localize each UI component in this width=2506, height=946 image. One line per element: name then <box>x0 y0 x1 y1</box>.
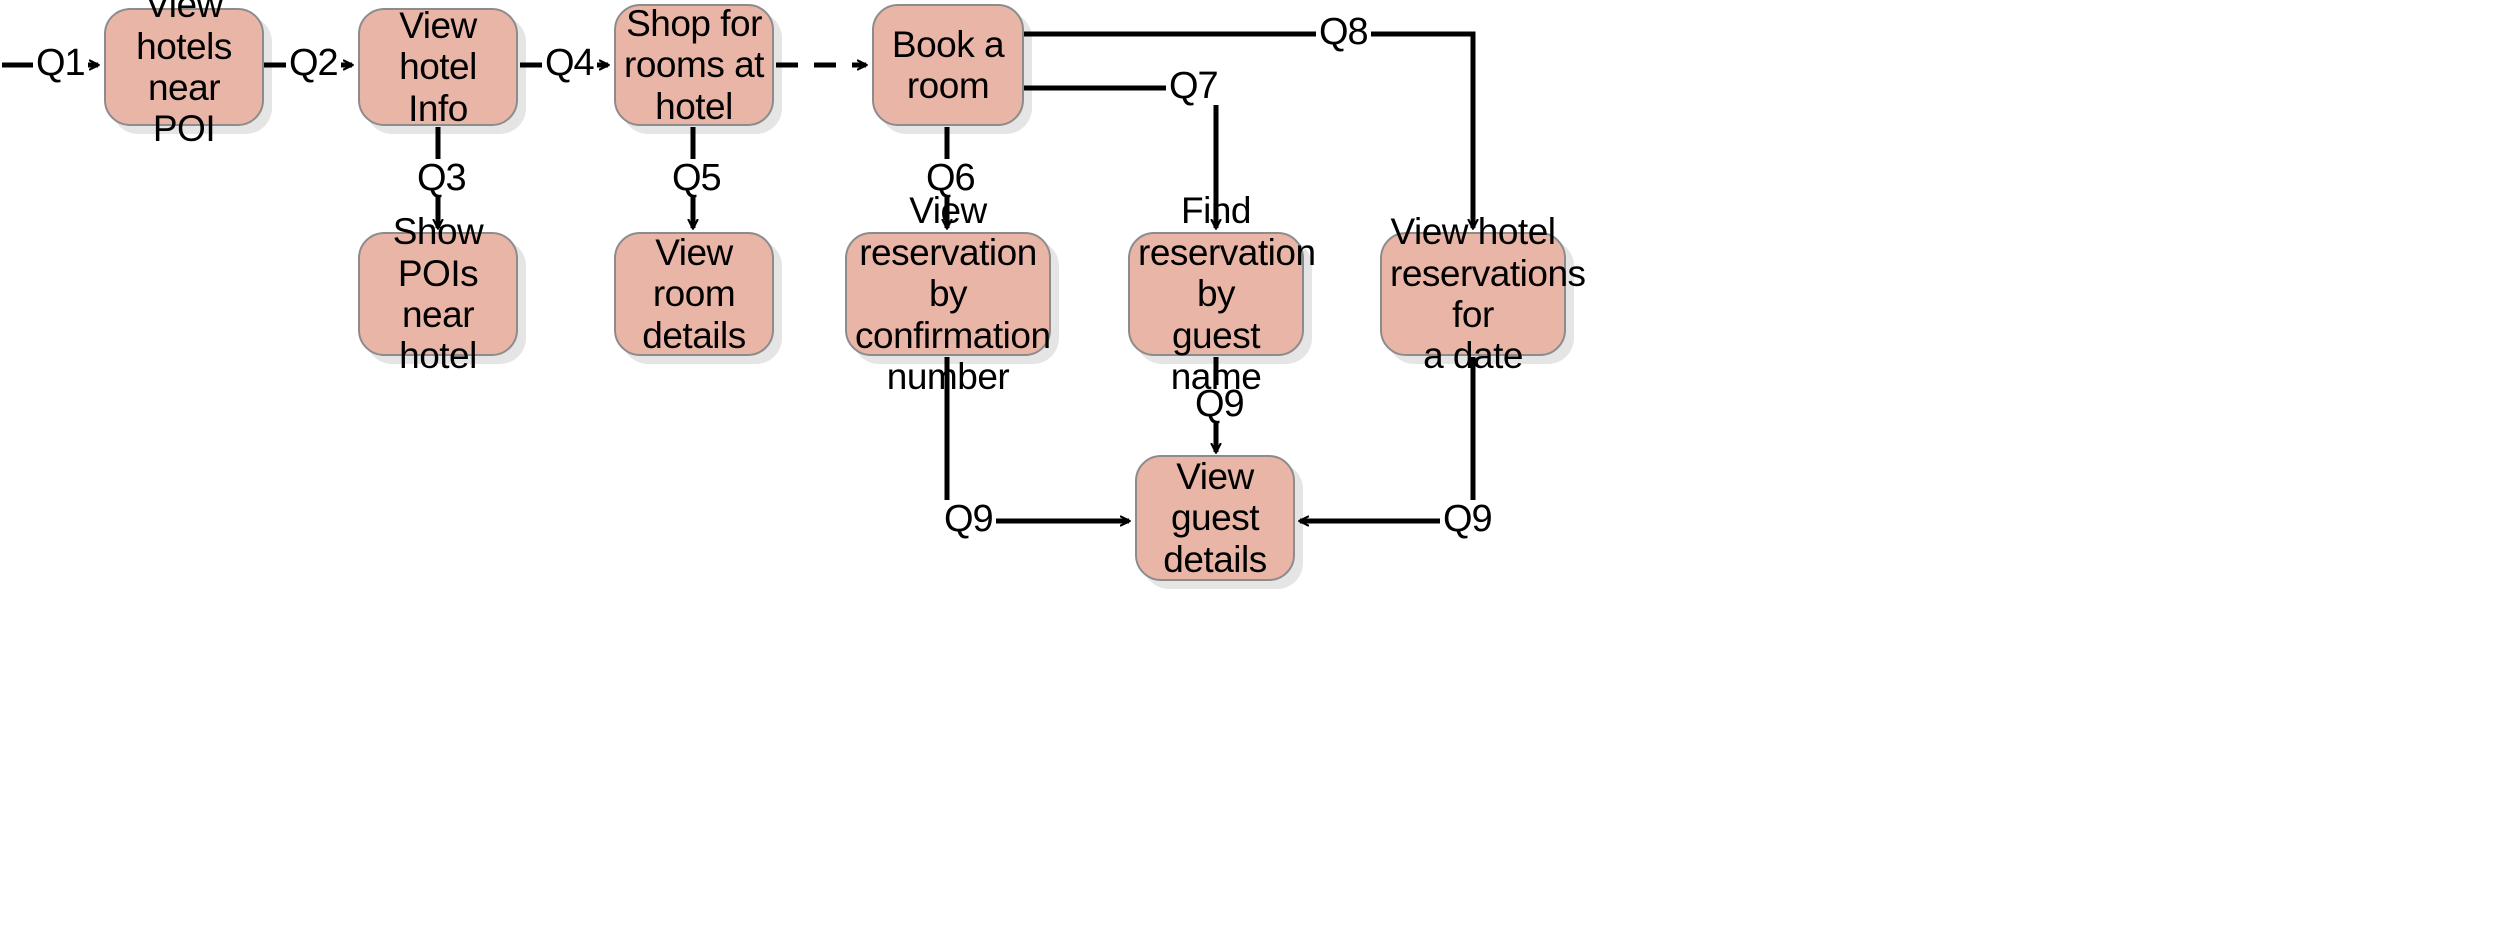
node-view-hotels-near-poi[interactable]: View hotels near POI <box>104 0 264 149</box>
edge-label-q8: Q8 <box>1316 13 1371 51</box>
edge-label-q2: Q2 <box>286 44 341 82</box>
node-book-a-room[interactable]: Book a room <box>872 4 1024 126</box>
edge-label-q6: Q6 <box>923 159 978 197</box>
node-label-line: Info <box>408 87 468 129</box>
node-show-pois-near-hotel[interactable]: Show POIs near hotel <box>358 211 518 376</box>
node-label-line: near POI <box>147 67 221 150</box>
node-label-line: reservations for <box>1390 252 1586 335</box>
node-find-reservation-by-guest-name[interactable]: Find reservation by guest name <box>1128 190 1316 397</box>
node-label-line: number <box>886 356 1010 398</box>
edge-label-q9-right: Q9 <box>1440 500 1495 538</box>
node-label-line: View hotel <box>1390 211 1556 253</box>
node-label-line: Shop for <box>626 2 762 44</box>
node-label-line: a date <box>1423 335 1523 377</box>
node-view-guest-details[interactable]: View guest details <box>1135 455 1295 581</box>
edge-label-q4: Q4 <box>542 44 597 82</box>
node-label-line: room <box>906 65 990 106</box>
node-label-line: near hotel <box>399 294 477 377</box>
node-label-line: View hotel <box>399 4 477 88</box>
node-label-line: Book a <box>891 23 1005 65</box>
node-view-hotel-reservations-for-a-date[interactable]: View hotel reservations for a date <box>1380 211 1586 376</box>
edge-label-q9-mid: Q9 <box>1192 385 1247 423</box>
node-view-reservation-by-confirmation-number[interactable]: View reservation by confirmation number <box>845 190 1051 397</box>
node-shop-for-rooms-at-hotel[interactable]: Shop for rooms at hotel <box>614 2 774 127</box>
edge-label-q9-left: Q9 <box>941 500 996 538</box>
edge-label-q5: Q5 <box>669 159 724 197</box>
edge-q9-right <box>1300 357 1476 521</box>
node-label-line: Find <box>1181 190 1251 232</box>
node-view-hotel-info[interactable]: View hotel Info <box>358 4 518 129</box>
node-label-line: View reservation <box>859 190 1037 273</box>
node-label-line: View room <box>652 231 736 315</box>
edge-label-q1: Q1 <box>33 44 88 82</box>
edge-label-q3: Q3 <box>414 159 469 197</box>
node-label-line: View guest <box>1170 455 1260 539</box>
edge-q8 <box>1024 31 1473 228</box>
node-label-line: by confirmation <box>855 273 1051 356</box>
node-label-line: reservation by <box>1138 231 1316 315</box>
node-label-line: Show POIs <box>392 211 484 294</box>
edge-label-q7: Q7 <box>1166 67 1221 105</box>
node-label-line: rooms at <box>624 44 764 86</box>
node-label-line: View hotels <box>136 0 232 67</box>
node-view-room-details[interactable]: View room details <box>614 232 774 356</box>
node-label-line: guest name <box>1170 314 1262 398</box>
node-label-line: details <box>642 314 746 356</box>
node-label-line: details <box>1163 538 1267 580</box>
node-label-line: hotel <box>655 85 733 127</box>
